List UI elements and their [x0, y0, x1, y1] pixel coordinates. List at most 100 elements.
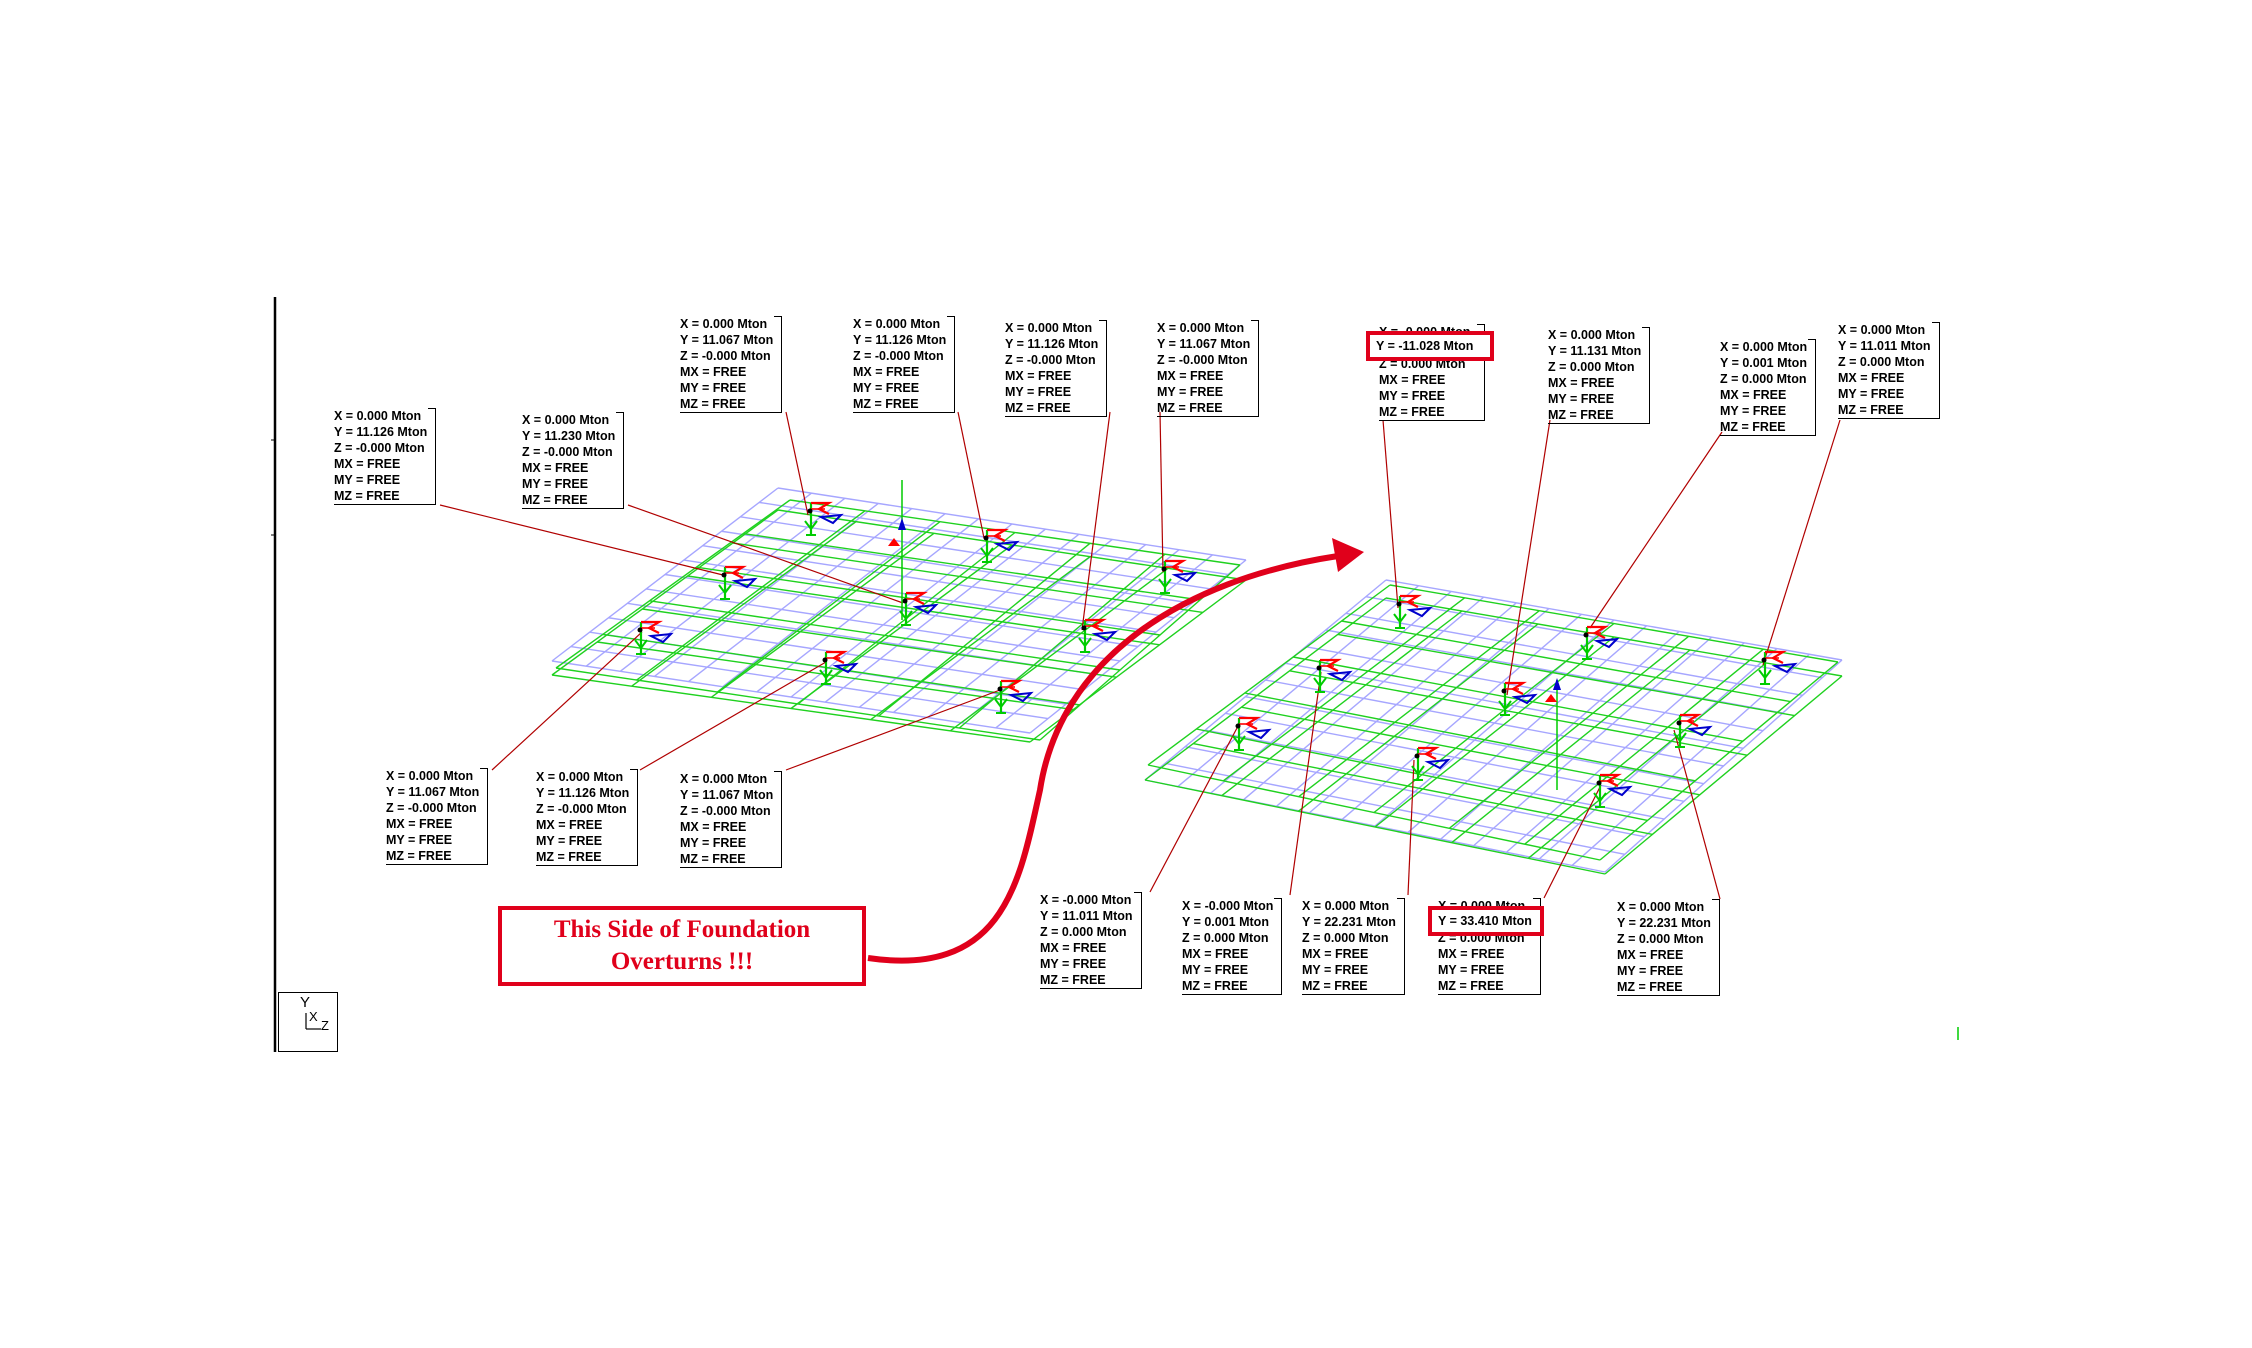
support-node-right-6	[1673, 713, 1713, 748]
reaction-line: Z = 0.000 Mton	[1548, 360, 1635, 374]
reaction-line: MZ = FREE	[1838, 402, 1940, 419]
leader-line-l9	[785, 689, 1001, 771]
left-plate-origin-axes	[888, 480, 906, 620]
reaction-label-r9: X = 0.000 Mton Y = 22.231 Mton Z = 0.000 M…	[1617, 899, 1720, 996]
reaction-line: MX = FREE	[1005, 369, 1072, 383]
reaction-line: Z = -0.000 Mton	[334, 441, 425, 455]
reaction-line: MZ = FREE	[1617, 979, 1720, 996]
leader-line-r6	[1289, 671, 1322, 896]
leader-line-l4	[957, 411, 985, 539]
reaction-line: Y = 22.231 Mton	[1302, 915, 1396, 929]
reaction-line: MY = FREE	[334, 473, 401, 487]
reaction-line: MX = FREE	[1720, 388, 1787, 402]
axis-z-letter: Z	[321, 1018, 329, 1033]
reaction-line: Z = 0.000 Mton	[1182, 931, 1269, 945]
support-node-right-3	[1313, 658, 1353, 693]
overturn-arrow-head	[1332, 538, 1364, 572]
reaction-line: Z = -0.000 Mton	[853, 349, 944, 363]
support-node-right-8	[1411, 746, 1451, 781]
reaction-line: MX = FREE	[853, 365, 920, 379]
reaction-line: MY = FREE	[853, 381, 920, 395]
reaction-line: Y = 22.231 Mton	[1617, 916, 1711, 930]
reaction-line: X = 0.000 Mton	[1838, 323, 1926, 337]
reaction-line: MZ = FREE	[1302, 978, 1405, 995]
reaction-line: MY = FREE	[522, 477, 589, 491]
reaction-line: MZ = FREE	[1040, 972, 1142, 989]
reaction-line: MZ = FREE	[1548, 407, 1651, 424]
right-plate-grid	[1147, 584, 1839, 861]
reaction-line: MY = FREE	[1548, 392, 1615, 406]
axis-triad: Y X Z	[278, 992, 338, 1052]
reaction-line: MZ = FREE	[680, 851, 783, 868]
reaction-line: Z = 0.000 Mton	[1720, 372, 1807, 386]
reaction-line: Z = -0.000 Mton	[1157, 353, 1248, 367]
reaction-line: MX = FREE	[522, 461, 589, 475]
reaction-line: Z = 0.000 Mton	[1302, 931, 1389, 945]
overturn-arrow	[867, 553, 1339, 964]
reaction-line: MY = FREE	[386, 833, 453, 847]
reaction-line: Y = 11.067 Mton	[1157, 337, 1251, 351]
support-node-left-9	[994, 679, 1034, 714]
reaction-line: Y = 11.067 Mton	[386, 785, 480, 799]
leader-line-r5	[1149, 727, 1238, 893]
reaction-line: Z = 0.000 Mton	[1617, 932, 1704, 946]
reaction-line: MX = FREE	[1157, 369, 1224, 383]
highlight-y-negative: Y = -11.028 Mton	[1366, 331, 1494, 361]
reaction-line: MX = FREE	[1379, 373, 1446, 387]
reaction-line: MX = FREE	[680, 365, 747, 379]
reaction-line: MZ = FREE	[680, 396, 783, 413]
reaction-line: X = 0.000 Mton	[1617, 900, 1705, 914]
support-node-right-2	[1580, 625, 1620, 660]
leader-line-r9	[1673, 729, 1721, 900]
leader-line-l8	[639, 661, 827, 771]
reaction-line: Y = 11.126 Mton	[536, 786, 630, 800]
reaction-line: X = 0.000 Mton	[536, 770, 624, 784]
reaction-line: MX = FREE	[1438, 947, 1505, 961]
reaction-line: Y = 11.230 Mton	[522, 429, 616, 443]
overturn-callout: This Side of Foundation Overturns !!!	[498, 906, 866, 986]
reaction-line: X = 0.000 Mton	[853, 317, 941, 331]
reaction-line: X = 0.000 Mton	[1157, 321, 1245, 335]
reaction-line: MZ = FREE	[334, 488, 437, 505]
reaction-line: Y = 11.067 Mton	[680, 788, 774, 802]
reaction-line: MX = FREE	[1040, 941, 1107, 955]
reaction-line: MX = FREE	[1302, 947, 1369, 961]
reaction-line: MY = FREE	[1302, 963, 1369, 977]
support-node-right-7	[1232, 716, 1272, 751]
reaction-line: MZ = FREE	[1720, 419, 1817, 436]
reaction-line: Z = -0.000 Mton	[1005, 353, 1096, 367]
leader-line-l6	[1159, 411, 1164, 573]
support-node-left-4	[899, 591, 939, 626]
reaction-line: MX = FREE	[1548, 376, 1615, 390]
reaction-line: Y = 11.131 Mton	[1548, 344, 1642, 358]
highlight-y-max: Y = 33.410 Mton	[1428, 906, 1544, 936]
leader-line-r4	[1762, 419, 1841, 666]
leader-line-r8	[1543, 784, 1602, 899]
reaction-line: X = -0.000 Mton	[1040, 893, 1132, 907]
axis-y-letter: Y	[300, 994, 311, 1011]
reaction-line: X = -0.000 Mton	[1182, 899, 1274, 913]
reaction-line: Z = -0.000 Mton	[680, 804, 771, 818]
reaction-line: MY = FREE	[1838, 387, 1905, 401]
reaction-line: X = 0.000 Mton	[1302, 899, 1390, 913]
reaction-line: Z = 0.000 Mton	[1040, 925, 1127, 939]
reaction-label-l6: X = 0.000 Mton Y = 11.067 Mton Z = -0.000 …	[1157, 320, 1260, 417]
support-node-left-8	[819, 650, 859, 685]
reaction-line: X = 0.000 Mton	[522, 413, 610, 427]
reaction-line: MX = FREE	[1617, 948, 1684, 962]
leader-line-r2	[1506, 419, 1551, 696]
reaction-line: MY = FREE	[1379, 389, 1446, 403]
support-node-left-5	[1158, 559, 1198, 594]
callout-line-1: This Side of Foundation	[553, 916, 811, 943]
leader-line-r3	[1589, 431, 1723, 629]
reaction-line: MX = FREE	[334, 457, 401, 471]
